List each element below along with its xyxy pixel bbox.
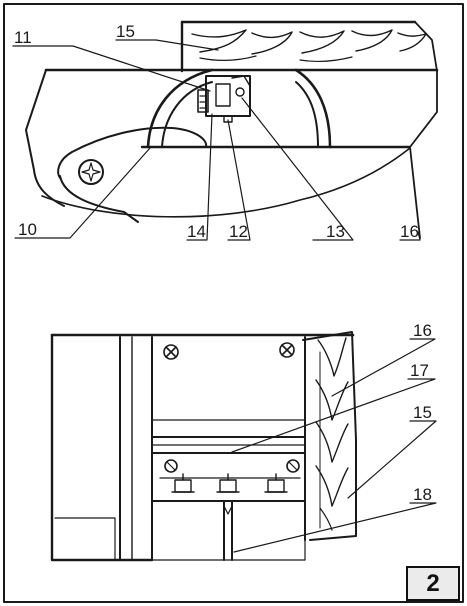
callout-labels: 11 15 10 14 12 13 16 16 17 15 18	[14, 22, 432, 504]
callout-10: 10	[18, 220, 37, 239]
callout-16-top: 16	[400, 222, 419, 241]
callout-14: 14	[187, 222, 206, 241]
clamp-block	[197, 75, 251, 123]
clamp-strip	[151, 436, 306, 502]
callout-12: 12	[229, 222, 248, 241]
callout-16-bottom: 16	[413, 321, 432, 340]
callout-15-top: 15	[116, 22, 135, 41]
front-view-body	[50, 333, 355, 562]
workpiece-board-top	[180, 20, 438, 73]
sheet-frame	[3, 3, 464, 603]
callout-11: 11	[14, 28, 32, 47]
guide-plate-top	[25, 68, 439, 239]
leaders-bottom	[231, 338, 437, 553]
knife-blade	[151, 500, 306, 561]
workpiece-board-side	[302, 331, 357, 541]
pivot-arm	[57, 126, 208, 223]
callout-15-bottom: 15	[413, 403, 432, 422]
semicircular-bracket	[146, 68, 332, 149]
leaders-top	[12, 39, 421, 241]
callout-13: 13	[326, 222, 345, 241]
callout-17: 17	[410, 361, 429, 380]
plate-screws	[163, 342, 295, 360]
callout-18: 18	[413, 485, 432, 504]
page-number-badge: 2	[406, 566, 460, 601]
